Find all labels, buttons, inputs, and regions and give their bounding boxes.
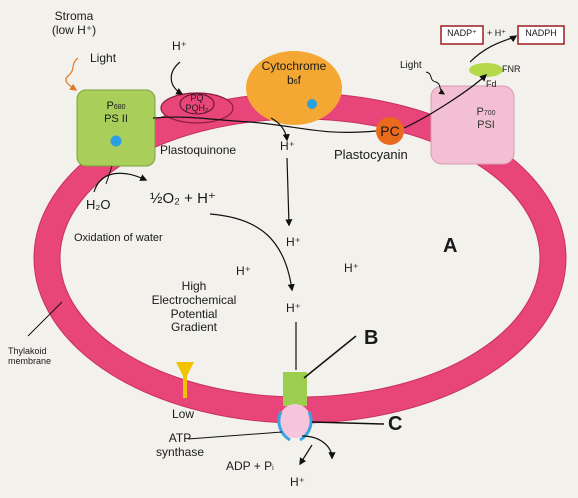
atp-output-arrow: [301, 435, 336, 460]
atp-synthase-ring: [277, 411, 313, 442]
atp-synthase-line-1: ATP: [168, 431, 192, 445]
fnr-label: FNR: [502, 64, 521, 74]
gradient-line-3: Potential: [170, 306, 218, 321]
adp-sub: i: [272, 465, 274, 472]
marker-b-line: [303, 335, 357, 379]
oxidation-label: Oxidation of water: [74, 232, 163, 244]
electron-path: [152, 116, 377, 133]
low-label: Low: [172, 407, 195, 421]
b6f-f: f: [297, 72, 301, 87]
water-label: H₂O: [86, 197, 111, 212]
b6f-b: b: [287, 72, 294, 87]
light-squiggle-left: [65, 57, 79, 91]
ps1-label: P700 PSI: [461, 106, 511, 131]
h-under-cyt-label: H⁺: [280, 139, 295, 153]
nadp-plus-label: NADP⁺: [447, 28, 477, 38]
pq-bottom: PQH₂: [185, 103, 209, 114]
h-flow-down: [285, 157, 293, 227]
b6f-text: b6f: [254, 72, 334, 88]
h-exit-arrow: [299, 444, 313, 466]
cytochrome-text: Cytochrome: [261, 59, 327, 73]
h-flow-curve: [209, 213, 295, 292]
plastocyanin-label: Plastocyanin: [334, 147, 408, 162]
marker-c-line: [311, 421, 385, 425]
ps1-p: P: [476, 106, 484, 118]
marker-c: C: [388, 413, 403, 435]
ps2-p: P: [106, 100, 114, 112]
thylakoid-line-1: Thylakoid: [8, 346, 47, 356]
stroma-sub-text: (low H⁺): [51, 22, 97, 37]
nadp-box: [440, 25, 484, 45]
ps2-electron-dot: [110, 135, 122, 147]
plus-h-label: + H⁺: [487, 28, 507, 38]
ps1-name: PSI: [477, 118, 495, 131]
ps2-name: PS II: [104, 112, 128, 125]
ps2-label: P680 PS II: [77, 100, 155, 125]
gradient-line-4: Gradient: [170, 320, 218, 335]
h-left-label: H⁺: [236, 264, 251, 278]
plastoquinone-label: Plastoquinone: [160, 143, 237, 157]
b6f-sub: 6: [293, 78, 298, 86]
marker-b: B: [364, 327, 379, 349]
h-mid-label: H⁺: [286, 235, 301, 249]
nadp-arrow: [469, 35, 518, 63]
h-low-label: H⁺: [286, 301, 301, 315]
photosystem-ii: [76, 89, 156, 167]
fnr-enzyme: [469, 63, 503, 77]
h-right-label: H⁺: [344, 261, 359, 275]
h-out-cyt-arrow: [270, 117, 290, 142]
thylakoid-label: Thylakoid membrane: [8, 346, 51, 367]
thylakoid-line-2: membrane: [8, 356, 52, 367]
gradient-label: High Electrochemical Potential Gradient: [146, 279, 242, 335]
pq-label: PQ PQH₂: [181, 93, 213, 114]
plastocyanin: [376, 117, 404, 145]
fd-label: Fd: [486, 79, 497, 89]
cytochrome-label: Cytochrome b6f: [254, 59, 334, 88]
gradient-line-1: High: [181, 279, 207, 293]
atp-synthase-head: [279, 404, 311, 438]
ps2-p-sub: 680: [113, 104, 126, 111]
nadph-label: NADPH: [525, 28, 557, 38]
light-left-label: Light: [90, 51, 117, 65]
h-top-label: H⁺: [172, 39, 187, 53]
water-oxidation-arrow: [93, 172, 148, 193]
nadph-box: [517, 25, 565, 45]
cytochrome-electron-dot: [307, 99, 317, 109]
cytochrome-b6f: [246, 51, 342, 125]
atp-synthase-stalk: [283, 372, 307, 406]
pq-top: PQ: [190, 93, 204, 103]
h-out-label: H⁺: [290, 475, 305, 489]
light-right-label: Light: [400, 60, 422, 71]
electron-path-ps1: [403, 74, 488, 129]
pc-label: PC: [380, 123, 400, 139]
atp-label-line: [187, 431, 283, 440]
stroma-label: Stroma (low H⁺): [44, 9, 104, 38]
atp-synthase-label: ATP synthase: [150, 431, 210, 460]
adp-label: ADP + Pi: [226, 459, 274, 474]
marker-a: A: [443, 235, 458, 257]
half-o2-label: ½O₂ + H⁺: [150, 190, 216, 207]
gradient-marker: [176, 362, 194, 398]
atp-synthase-line-2: synthase: [155, 444, 205, 459]
plastoquinone-shape: [160, 92, 234, 124]
stroma-text: Stroma: [54, 9, 94, 23]
h-into-pq-arrow: [170, 61, 184, 95]
light-squiggle-right: [425, 71, 445, 95]
thylakoid-label-line: [27, 301, 63, 337]
ps2-to-water-line: [105, 165, 113, 185]
plastoquinone-inner: [179, 93, 215, 115]
gradient-line-2: Electrochemical: [151, 292, 237, 307]
ps1-p-sub: 700: [483, 110, 496, 117]
adp-text: ADP + P: [226, 459, 273, 473]
